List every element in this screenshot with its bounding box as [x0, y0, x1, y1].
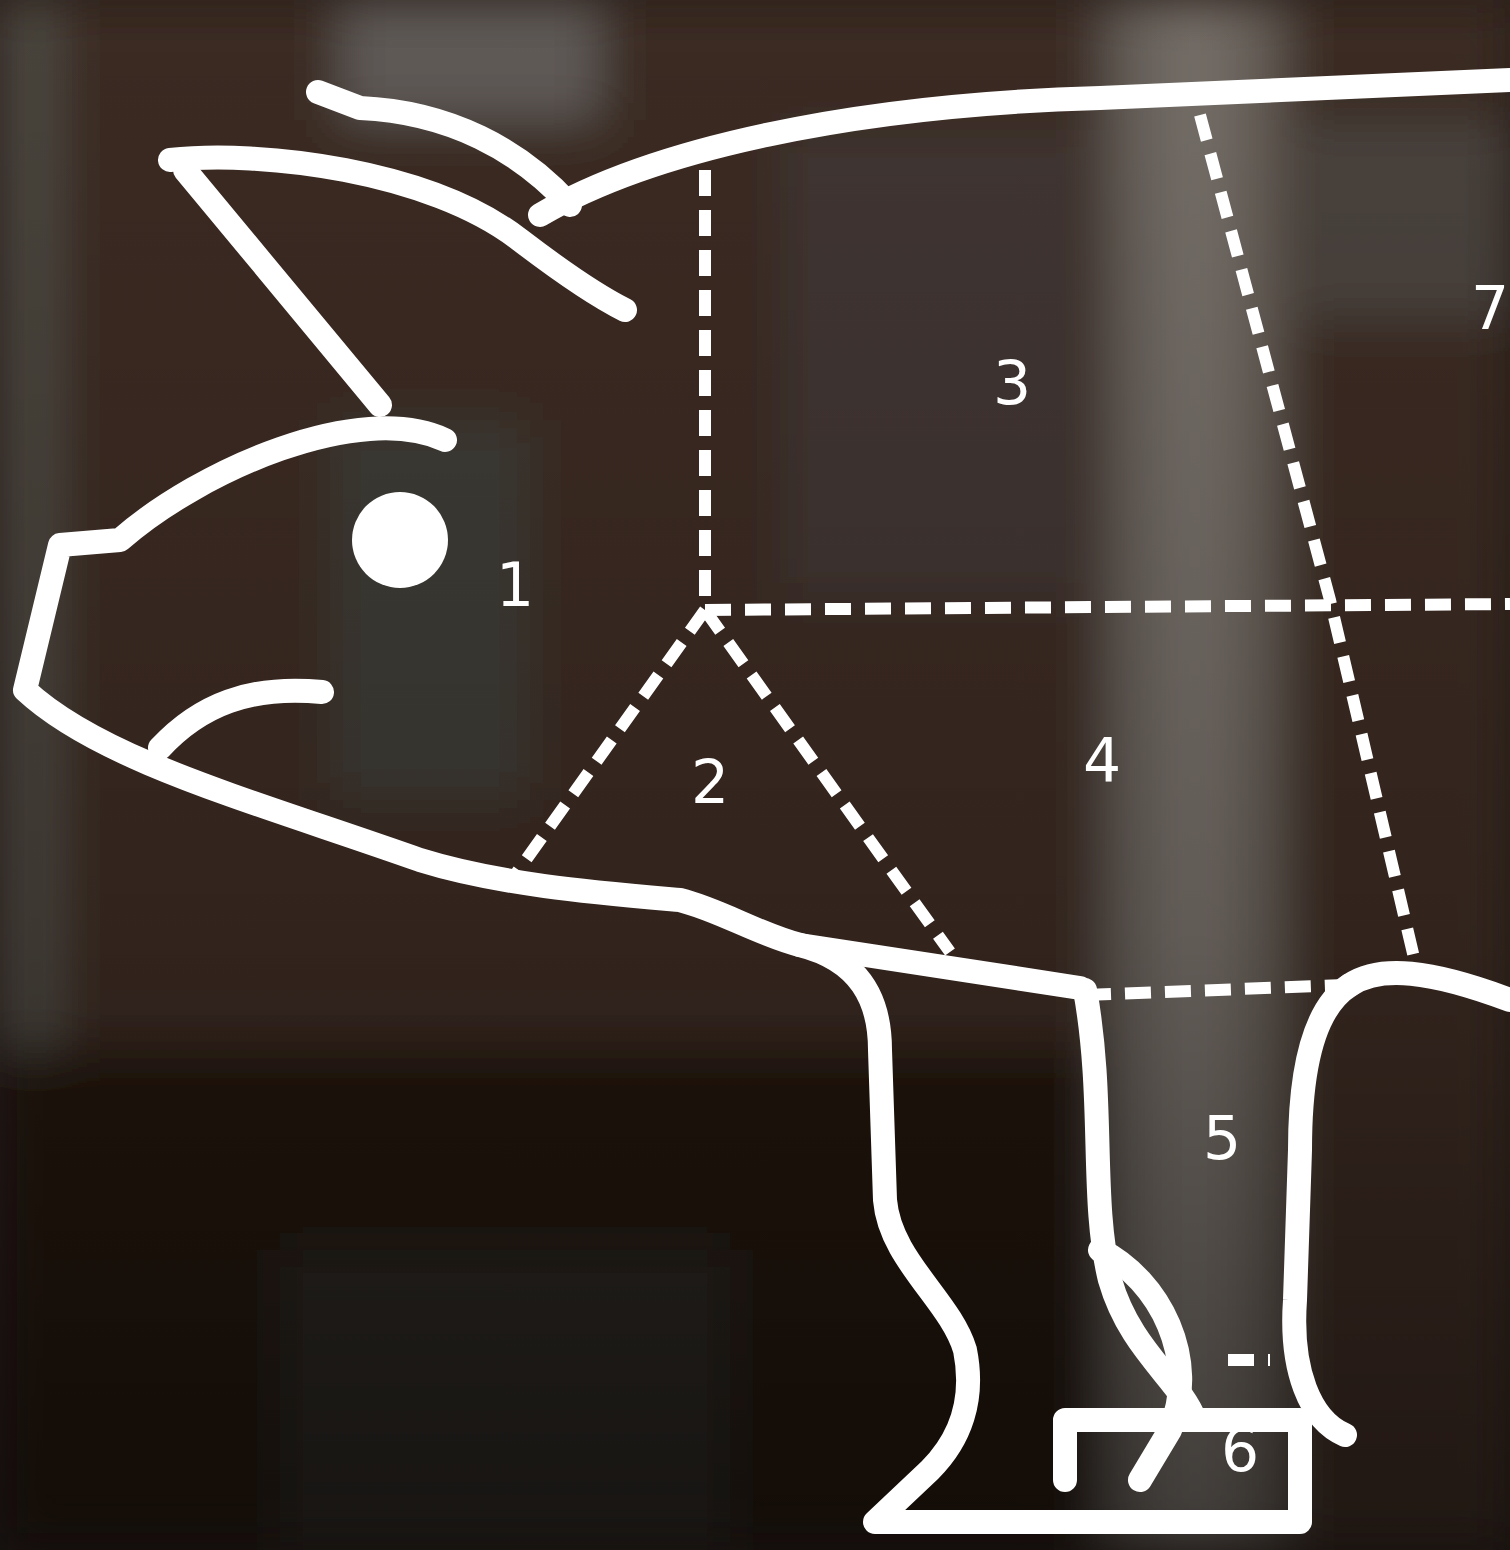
cut-line [1200, 115, 1415, 962]
cut-line [510, 610, 705, 882]
back-line [540, 80, 1510, 215]
mouth [160, 691, 322, 748]
front-leg [800, 945, 1300, 1522]
belly-line [1350, 973, 1510, 1000]
callout-number: 3 [993, 353, 1031, 413]
cut-line [699, 170, 711, 610]
head-and-belly [25, 428, 1080, 988]
cut-line [1085, 985, 1345, 995]
second-leg-curve [1100, 1250, 1180, 1480]
callout-number: 5 [1203, 1108, 1241, 1168]
callout-number: 7 [1471, 278, 1509, 338]
callout-number: 4 [1083, 730, 1121, 790]
callout-number: 1 [496, 555, 534, 615]
cut-line [1228, 1354, 1270, 1366]
right-leg [1294, 985, 1350, 1435]
ear-edge [185, 170, 380, 405]
cut-line [705, 610, 950, 952]
callout-number: 6 [1221, 1420, 1259, 1480]
cut-lines [510, 115, 1510, 1360]
callout-number: 2 [691, 752, 729, 812]
eye [352, 492, 448, 588]
cut-line [705, 604, 1510, 610]
pig-outline [25, 80, 1510, 1522]
